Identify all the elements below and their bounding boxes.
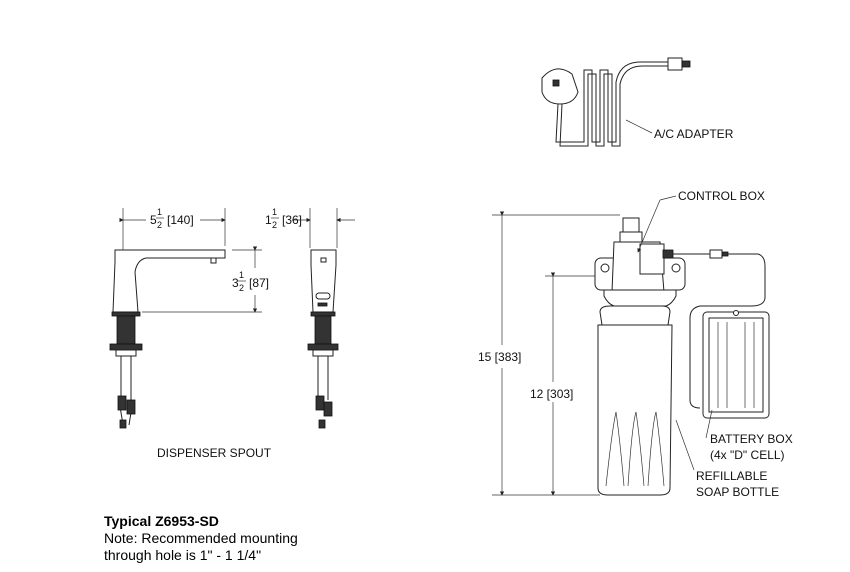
svg-text:[36]: [36] <box>282 213 302 227</box>
ac-adapter-label: A/C ADAPTER <box>654 127 734 141</box>
svg-text:[140]: [140] <box>167 213 194 227</box>
battery-box-label: BATTERY BOX <box>710 432 793 446</box>
svg-text:2: 2 <box>239 283 244 293</box>
svg-text:2: 2 <box>272 220 277 230</box>
svg-text:[87]: [87] <box>249 276 269 290</box>
svg-text:1: 1 <box>272 207 277 217</box>
bottle-label-line2: SOAP BOTTLE <box>696 485 779 499</box>
svg-text:1: 1 <box>265 213 272 227</box>
spout-caption: DISPENSER SPOUT <box>157 446 272 460</box>
bottle-label-line1: REFILLABLE <box>696 469 767 483</box>
spout-front-view <box>292 208 355 429</box>
svg-text:15 [383]: 15 [383] <box>478 350 521 364</box>
ac-adapter-drawing <box>541 57 691 147</box>
control-box-label: CONTROL BOX <box>678 189 765 203</box>
battery-spec-label: (4x "D" CELL) <box>710 448 785 462</box>
battery-box-drawing <box>702 310 770 439</box>
spout-width-dimension: 5 1 2 [140] <box>150 207 194 230</box>
installation-note: Typical Z6953-SD Note: Recommended mount… <box>104 513 298 564</box>
svg-text:2: 2 <box>157 220 162 230</box>
bottle-height-dimension: 12 [303] <box>530 272 600 496</box>
note-line-1: Note: Recommended mounting <box>104 530 298 546</box>
svg-text:1: 1 <box>239 270 244 280</box>
spout-depth-dimension: 1 1 2 [36] <box>265 207 302 230</box>
svg-text:1: 1 <box>157 207 162 217</box>
overall-height-dimension: 15 [383] <box>478 211 620 496</box>
note-title: Typical Z6953-SD <box>104 513 219 529</box>
svg-text:3: 3 <box>232 276 239 290</box>
spout-side-view <box>109 208 262 429</box>
control-box-drawing <box>594 195 766 409</box>
note-line-2: through hole is 1" - 1 1/4" <box>104 547 262 563</box>
svg-text:5: 5 <box>150 213 157 227</box>
spout-height-dimension: 3 1 2 [87] <box>232 270 269 293</box>
svg-text:12 [303]: 12 [303] <box>530 387 573 401</box>
soap-bottle-drawing <box>597 305 695 496</box>
